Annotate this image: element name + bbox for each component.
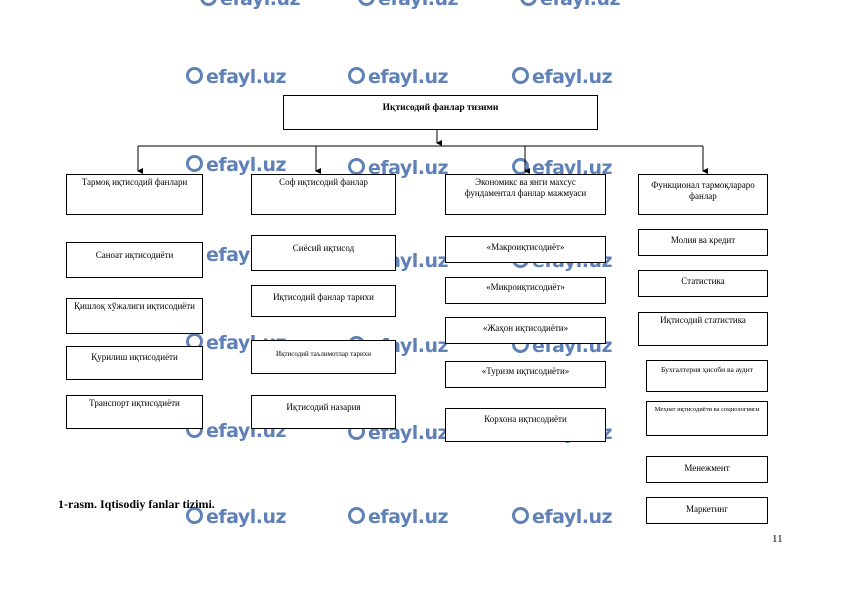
col4-item: Молия ва кредит [638,229,768,256]
col4-item: Менежмент [646,456,768,483]
magnifier-icon [512,67,529,84]
magnifier-icon [348,158,365,175]
col3-item: «Микроиқтисодиёт» [445,277,606,304]
col1-item: Транспорт иқтисодиёти [66,395,203,429]
col4-item: Бухгалтерия ҳисоби ва аудит [646,360,768,392]
watermark: efayl.uz [348,506,449,528]
magnifier-icon [186,67,203,84]
watermark: efayl.uz [512,506,613,528]
col1-item: Саноат иқтисодиёти [66,242,203,278]
col1-item: Қурилиш иқтисодиёти [66,346,203,380]
col4-item: Иқтисодий статистика [638,312,768,346]
figure-caption: 1-rasm. Iqtisodiy fanlar tizimi. [58,497,215,511]
col3-header: Экономикс ва янги махсус фундаментал фан… [445,174,606,215]
col4-item: Статистика [638,270,768,297]
magnifier-icon [512,158,529,175]
watermark: efayl.uz [348,157,449,179]
col2-item: Сиёсий иқтисод [251,235,396,271]
watermark: efayl.uz [512,66,613,88]
watermark: efayl.uz [186,506,287,528]
col3-item: Корхона иқтисодиёти [445,408,606,442]
magnifier-icon [512,507,529,524]
magnifier-icon [186,155,203,172]
root-label: Иқтисодий фанлар тизими [382,103,499,113]
col2-item: Иқтисодий назария [251,395,396,429]
col3-item: «Жаҳон иқтисодиёти» [445,317,606,344]
page-number: 11 [772,533,783,545]
magnifier-icon [186,507,203,524]
col3-item: «Туризм иқтисодиёти» [445,361,606,388]
col2-item: Иқтисодий таълимотлар тарихи [251,340,396,374]
col2-header: Соф иқтисодий фанлар [251,174,396,215]
col1-header: Тармоқ иқтисодий фанлари [66,174,203,215]
watermark: efayl.uz [186,66,287,88]
col4-item: Маркетинг [646,497,768,524]
watermark: efayl.uz [512,157,613,179]
col3-item: «Макроиқтисодиёт» [445,236,606,263]
watermark: efayl.uz [358,0,459,10]
col2-item: Иқтисодий фанлар тарихи [251,285,396,317]
magnifier-icon [348,507,365,524]
magnifier-icon [348,67,365,84]
col4-item: Меҳнат иқтисодиёти ва социологияси [646,401,768,436]
watermark: efayl.uz [348,66,449,88]
col4-header: Функционал тармоқлараро фанлар [638,174,768,215]
watermark: efayl.uz [186,154,287,176]
root-box: Иқтисодий фанлар тизими [283,95,598,130]
col1-item: Қишлоқ хўжалиги иқтисодиёти [66,298,203,334]
watermark: efayl.uz [200,0,301,10]
watermark: efayl.uz [520,0,621,10]
